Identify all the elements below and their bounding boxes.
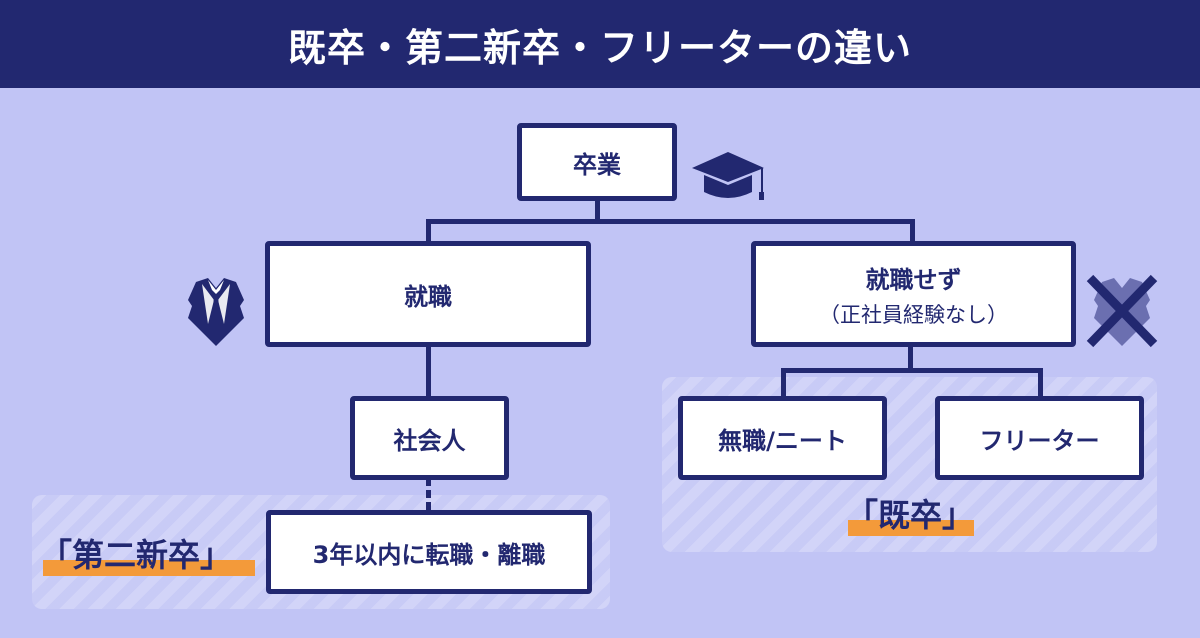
node-unemployed-neet: 無職/ニート (678, 396, 887, 480)
node-label: 卒業 (573, 150, 621, 179)
header-banner: 既卒・第二新卒・フリーターの違い (0, 0, 1200, 88)
node-label: 3年以内に転職・離職 (312, 540, 546, 569)
node-graduation: 卒業 (517, 123, 677, 201)
node-working-adult: 社会人 (350, 396, 509, 480)
node-label: フリーター (979, 426, 1100, 455)
node-label: 就職せず (865, 265, 962, 294)
node-sublabel: （正社員経験なし） (819, 302, 1008, 327)
connector-line (426, 219, 431, 244)
connector-line (426, 344, 431, 399)
connector-line (910, 219, 915, 244)
connector-line (1038, 368, 1043, 400)
node-not-employed: 就職せず （正社員経験なし） (751, 241, 1076, 347)
connector-line (595, 198, 600, 222)
group-label-second-new-grad: 「第二新卒」 (40, 536, 233, 574)
connector-line (781, 368, 1043, 373)
highlight-bar (43, 560, 255, 576)
node-label: 社会人 (393, 426, 466, 455)
page-title: 既卒・第二新卒・フリーターの違い (287, 25, 912, 70)
node-label: 就職 (404, 282, 452, 311)
connector-line (426, 219, 915, 224)
connector-line (781, 368, 786, 400)
node-freeter: フリーター (935, 396, 1144, 480)
connector-line (908, 344, 913, 370)
node-label: 無職/ニート (718, 426, 847, 455)
group-label-already-graduated: 「既卒」 (846, 496, 975, 534)
dashed-connector-line (426, 478, 431, 513)
suit-icon (188, 278, 244, 346)
graduation-cap-icon (692, 152, 764, 200)
node-job-change: 3年以内に転職・離職 (266, 510, 592, 594)
crossed-suit-icon (1086, 274, 1158, 348)
node-employed: 就職 (265, 241, 591, 347)
highlight-bar (848, 520, 974, 536)
